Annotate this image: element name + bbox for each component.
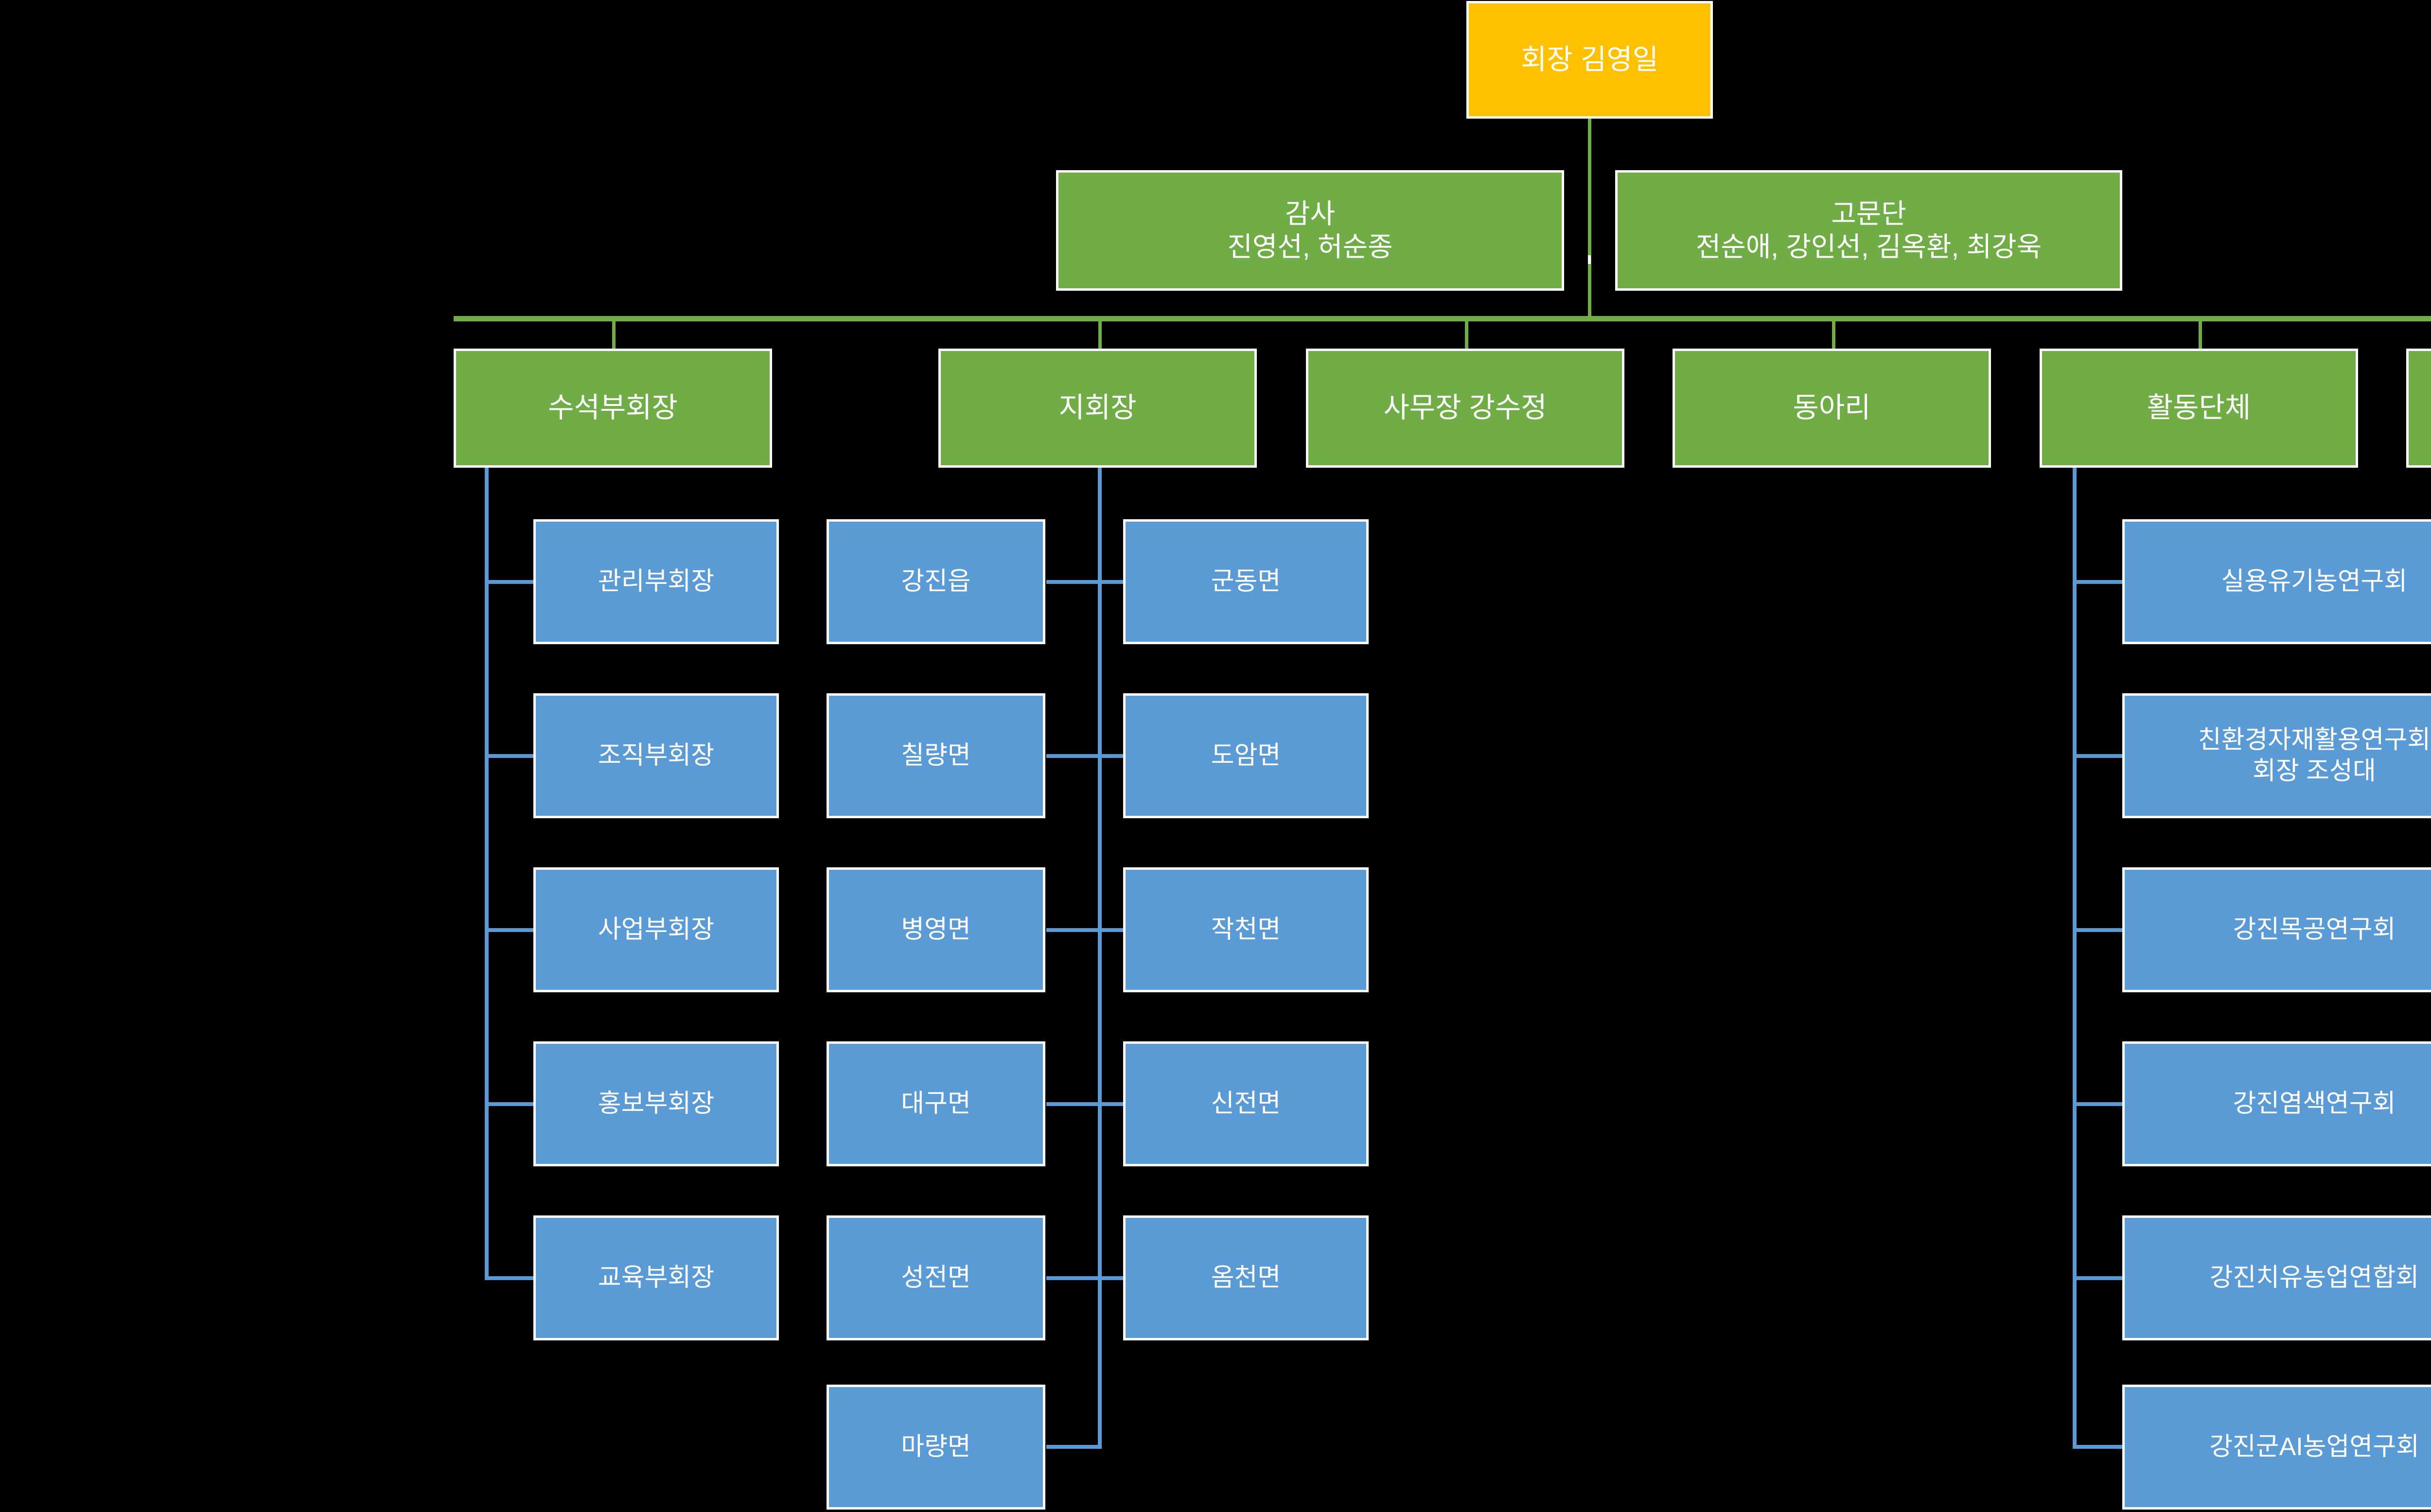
connector-vice-chair-stub-1 [485,580,535,584]
connector-vice-chair-stub-3 [485,928,535,932]
node-branch-maryangmyeon[interactable]: 마량면 [827,1385,1045,1510]
node-senior-vice-chairman[interactable]: 수석부회장 [454,349,772,468]
node-activity-healing-agriculture[interactable]: 강진치유농업연합회 [2122,1215,2431,1340]
node-branch-seongjeonmyeon[interactable]: 성전면 [827,1215,1045,1340]
connector-staff-spine [1588,170,1591,316]
node-branch-daegumyeon[interactable]: 대구면 [827,1041,1045,1166]
connector-vice-chair-stub-5 [485,1276,535,1280]
connector-vice-chair-stub-4 [485,1102,535,1106]
node-vice-chair-management[interactable]: 관리부회장 [533,519,779,644]
connector-branch-spine [1098,468,1102,1449]
connector-activity-spine [2073,468,2077,1445]
connector-branch-stub-left-6 [1046,1445,1100,1449]
connector-drop-division-3 [1465,321,1468,350]
connector-branch-stub-left-2 [1046,754,1100,758]
connector-root-down [1588,118,1591,170]
connector-activity-stub-1 [2073,580,2126,584]
node-activity-organic-farming[interactable]: 실용유기농연구회 [2122,519,2431,644]
node-branch-omcheonmyeon[interactable]: 옴천면 [1123,1215,1369,1340]
connector-division-bus [454,316,2431,321]
node-chairman[interactable]: 회장 김영일 [1466,1,1713,119]
node-vice-chair-business[interactable]: 사업부회장 [533,867,779,992]
node-branch-jakcheonmyeon[interactable]: 작천면 [1123,867,1369,992]
node-branch-doammyeon[interactable]: 도암면 [1123,693,1369,818]
node-office-manager[interactable]: 사무장 강수정 [1306,349,1624,468]
connector-vice-chair-spine [485,468,489,1277]
node-branch-gundongmyeon[interactable]: 군동면 [1123,519,1369,644]
connector-activity-stub-4 [2073,1102,2126,1106]
connector-branch-stub-left-1 [1046,580,1100,584]
node-advisory-board[interactable]: 고문단 전순애, 강인선, 김옥환, 최강욱 [1615,170,2122,291]
node-auditor[interactable]: 감사 진영선, 허순종 [1056,170,1564,291]
node-activity-woodworking[interactable]: 강진목공연구회 [2122,867,2431,992]
connector-activity-stub-2 [2073,754,2126,758]
connector-activity-stub-6 [2073,1445,2126,1449]
node-branch-chillyangmyeon[interactable]: 칠량면 [827,693,1045,818]
connector-activity-stub-5 [2073,1276,2126,1280]
connector-drop-division-2 [1098,321,1102,350]
connector-drop-division-4 [1832,321,1835,350]
connector-activity-stub-3 [2073,928,2126,932]
connector-branch-stub-left-5 [1046,1276,1100,1280]
node-vice-chair-pr[interactable]: 홍보부회장 [533,1041,779,1166]
node-club[interactable]: 동아리 [1673,349,1991,468]
node-activity-dyeing[interactable]: 강진염색연구회 [2122,1041,2431,1166]
node-activity-ai-agriculture[interactable]: 강진군AI농업연구회 [2122,1385,2431,1510]
connector-branch-stub-left-3 [1046,928,1100,932]
connector-drop-division-1 [612,321,616,350]
connector-branch-stub-left-4 [1046,1102,1100,1106]
connector-vice-chair-stub-2 [485,754,535,758]
node-branch-gangjineup[interactable]: 강진읍 [827,519,1045,644]
node-branch-chairman[interactable]: 지회장 [938,349,1257,468]
connector-staff-gap [1588,255,1591,264]
node-vice-chair-organization[interactable]: 조직부회장 [533,693,779,818]
node-activity-org[interactable]: 활동단체 [2040,349,2358,468]
node-branch-sinjeonmyeon[interactable]: 신전면 [1123,1041,1369,1166]
node-vice-chair-education[interactable]: 교육부회장 [533,1215,779,1340]
connector-drop-division-5 [2199,321,2202,350]
node-branch-byeongyeongmyeon[interactable]: 병영면 [827,867,1045,992]
node-activity-eco-material-recycling[interactable]: 친환경자재활용연구회 회장 조성대 [2122,693,2431,818]
node-federation[interactable]: 연합법인 [2406,349,2431,468]
